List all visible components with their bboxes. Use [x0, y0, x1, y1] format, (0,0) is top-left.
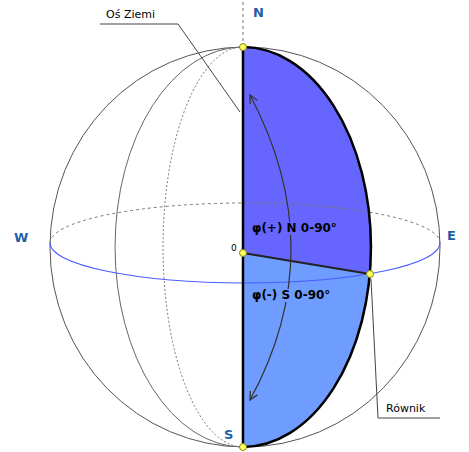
direction-label: E [447, 229, 456, 243]
origin-label: 0 [231, 244, 237, 254]
sphere-outline [50, 47, 440, 447]
latitude-arrow [250, 95, 291, 400]
south-sector [243, 253, 370, 447]
meridian-edge [243, 47, 371, 447]
leader-line [100, 24, 240, 112]
point [240, 44, 247, 51]
equator-front [50, 243, 440, 283]
pole-label: N [253, 6, 264, 20]
pole-label: S [224, 428, 233, 442]
earth-axis [242, 47, 245, 447]
equator-radius [243, 253, 370, 274]
north-sector [243, 47, 371, 274]
axis-extension [243, 2, 244, 47]
equator-back [50, 203, 440, 243]
equator-callout: Równik [386, 403, 425, 415]
point [240, 444, 247, 451]
point [367, 271, 374, 278]
hidden-meridian [163, 47, 243, 447]
leader-line [371, 279, 440, 418]
direction-label: W [14, 231, 28, 245]
latitude-label: φ(+) N 0-90° [250, 222, 339, 235]
point [240, 250, 247, 257]
latitude-label: φ(-) S 0-90° [250, 289, 332, 302]
axis-callout: Oś Ziemi [106, 9, 155, 21]
meridian [115, 47, 243, 447]
